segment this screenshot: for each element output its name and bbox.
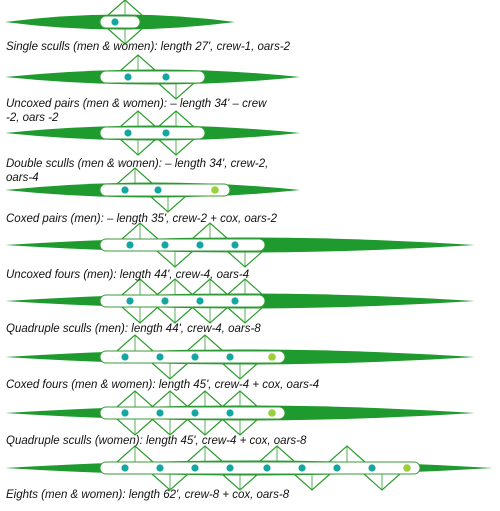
seat-strip (99, 70, 206, 84)
cox-seat (268, 409, 276, 417)
crew-seat (333, 464, 341, 472)
crew-seat (121, 186, 129, 194)
crew-seat (162, 129, 170, 137)
seat-strip (99, 15, 141, 29)
caption-quadruple-sculls-women: Quadruple sculls (women): length 45', cr… (6, 435, 307, 447)
caption-double-sculls: Double sculls (men & women): – length 34… (6, 158, 269, 184)
crew-seat (226, 353, 234, 361)
crew-seat (121, 464, 129, 472)
crew-seat (124, 73, 132, 81)
crew-seat (231, 297, 239, 305)
crew-seat (298, 464, 306, 472)
caption-quadruple-sculls-men: Quadruple sculls (men): length 44', crew… (6, 323, 261, 335)
crew-seat (191, 464, 199, 472)
seat-strip (99, 238, 266, 252)
crew-seat (161, 297, 169, 305)
crew-seat (154, 186, 162, 194)
crew-seat (111, 18, 119, 26)
crew-seat (162, 73, 170, 81)
cox-seat (268, 353, 276, 361)
crew-seat (191, 353, 199, 361)
seat-strip (99, 294, 266, 308)
crew-seat (156, 409, 164, 417)
caption-uncoxed-fours: Uncoxed fours (men): length 44', crew-4,… (6, 269, 250, 281)
caption-single-sculls: Single sculls (men & women): length 27',… (6, 41, 291, 53)
crew-seat (191, 409, 199, 417)
crew-seat (161, 241, 169, 249)
cox-seat (211, 186, 219, 194)
crew-seat (121, 409, 129, 417)
seat-strip (99, 461, 421, 475)
cox-seat (403, 464, 411, 472)
caption-coxed-pairs: Coxed pairs (men): – length 35', crew-2 … (6, 213, 277, 225)
crew-seat (263, 464, 271, 472)
crew-seat (196, 297, 204, 305)
caption-eights: Eights (men & women): length 62', crew-8… (6, 489, 290, 501)
crew-seat (368, 464, 376, 472)
crew-seat (126, 241, 134, 249)
caption-coxed-fours: Coxed fours (men & women): length 45', c… (6, 379, 320, 391)
crew-seat (226, 464, 234, 472)
crew-seat (196, 241, 204, 249)
seat-strip (99, 126, 206, 140)
crew-seat (156, 464, 164, 472)
crew-seat (156, 353, 164, 361)
crew-seat (231, 241, 239, 249)
caption-uncoxed-pairs: Uncoxed pairs (men & women): – length 34… (6, 98, 267, 124)
crew-seat (226, 409, 234, 417)
crew-seat (121, 353, 129, 361)
crew-seat (126, 297, 134, 305)
rigger (106, 0, 144, 17)
crew-seat (124, 129, 132, 137)
seat-strip (99, 183, 231, 197)
